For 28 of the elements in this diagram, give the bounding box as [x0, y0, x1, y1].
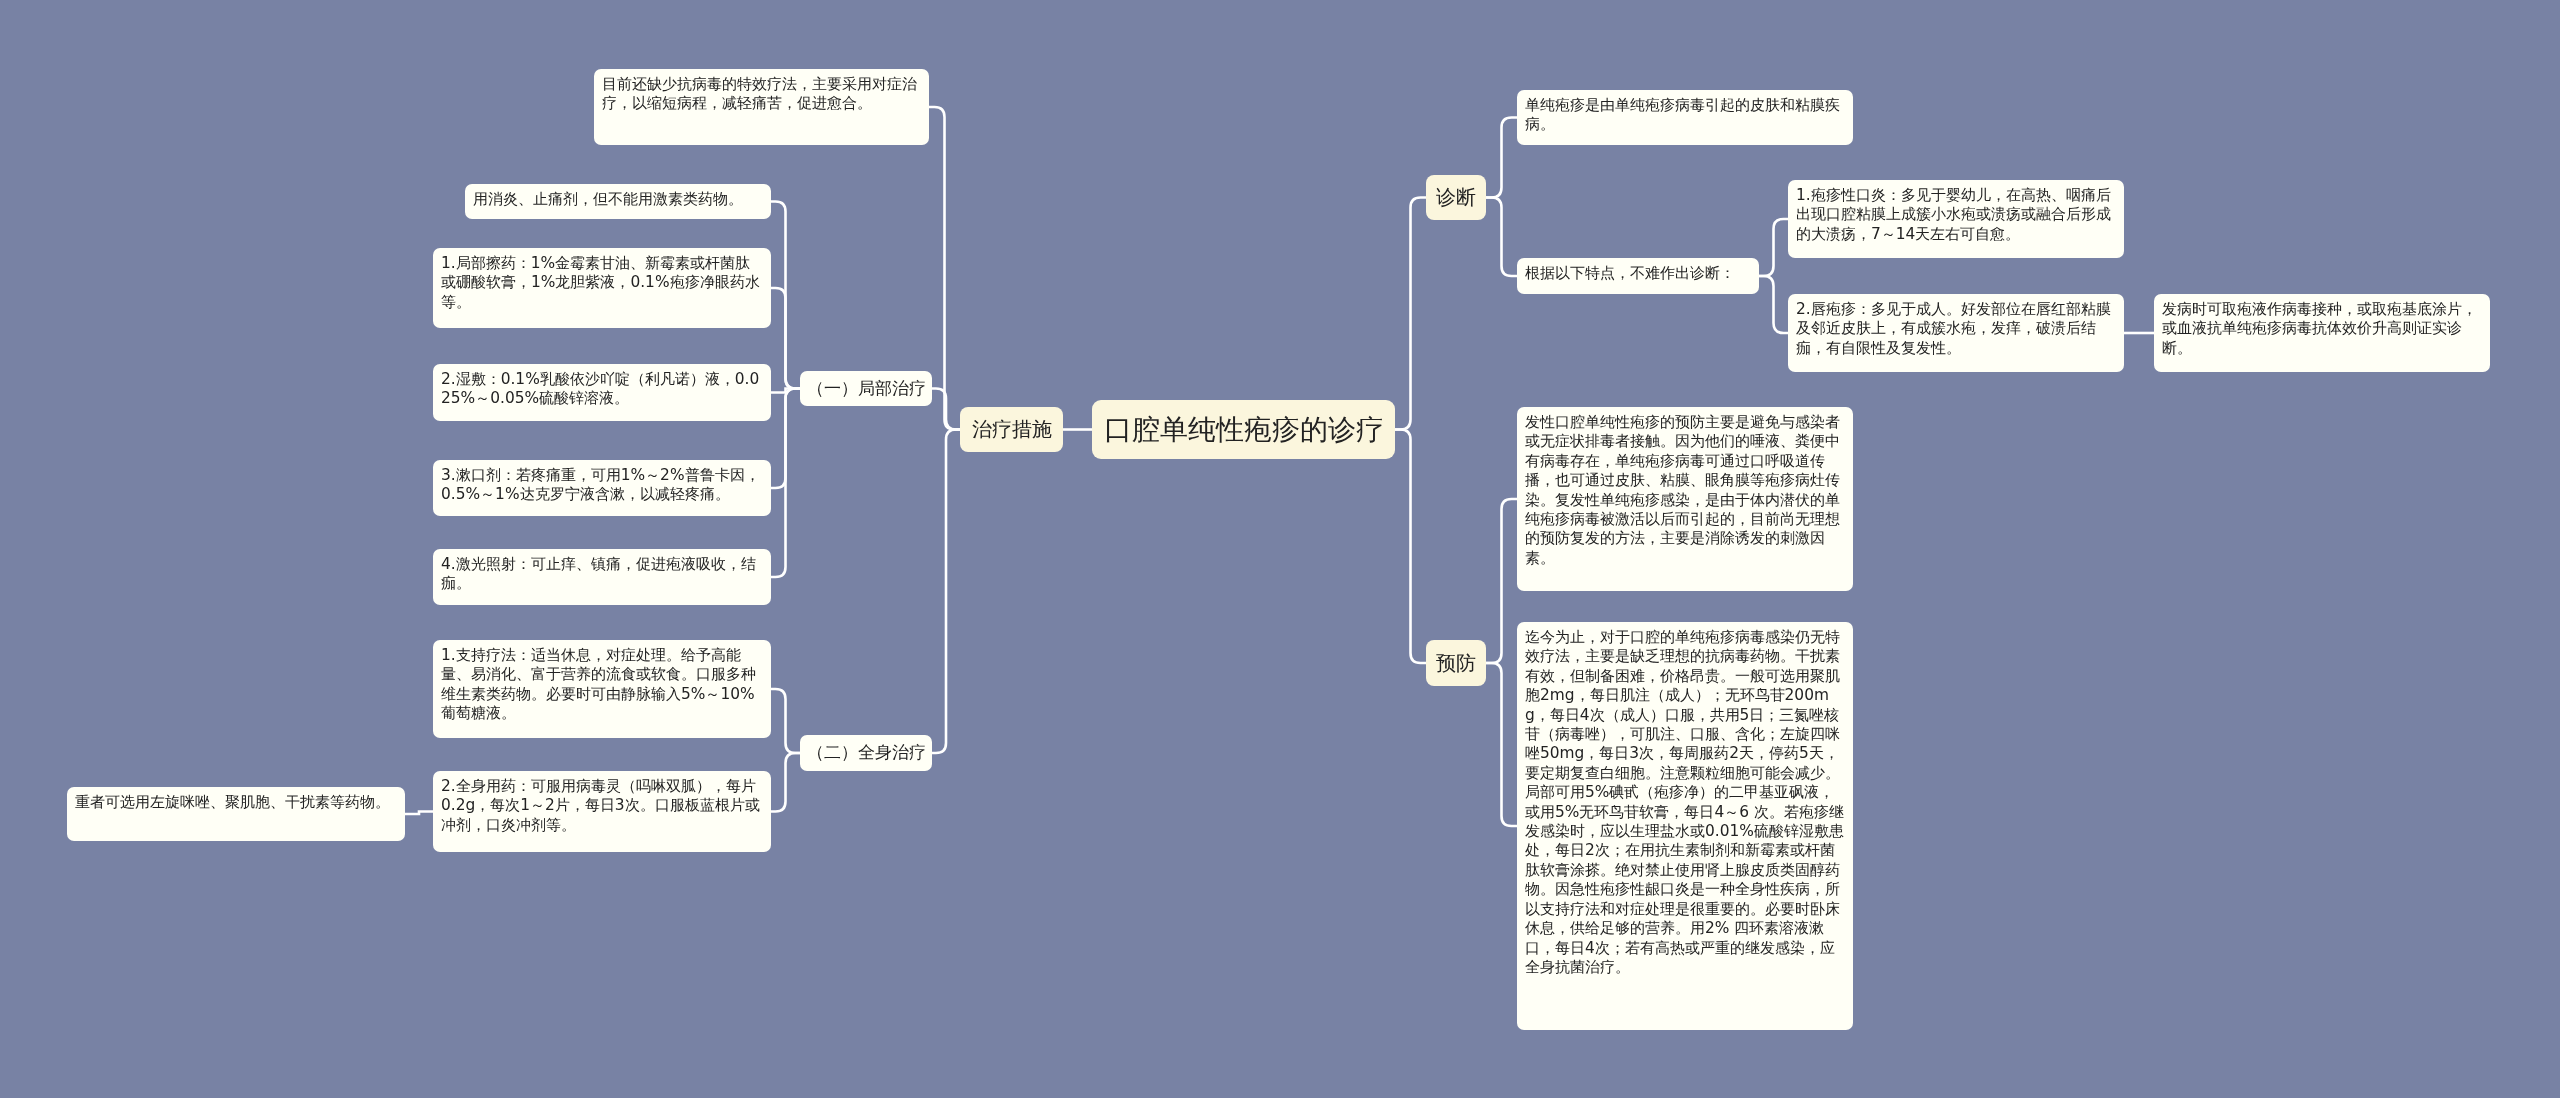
connector-line [405, 810, 433, 816]
branch-box: 治疗措施 [960, 407, 1063, 452]
note-box: 发性口腔单纯性疱疹的预防主要是避免与感染者或无症状排毒者接触。因为他们的唾液、粪便中有病毒存在，单纯疱疹病毒可通过口呼吸道传播，也可通过皮肤、粘膜、眼角膜等疱疹病灶传染。复发性单纯疱疹感染，是由于体内潜伏的单纯疱疹病毒被激活以后而引起的，目前尚无理想的预防复发的方法，主要是消除诱发的刺激因素。 [1517, 407, 1853, 591]
note-box: 迄今为止，对于口腔的单纯疱疹病毒感染仍无特效疗法，主要是缺乏理想的抗病毒药物。干扰素有效，但制备困难，价格昂贵。一般可选用聚肌胞2mg，每日肌注（成人）；无环鸟苷200mg，每日4次（成人）口服，共用5日；三氮唑核苷（病毒唑），可肌注、口服、含化；左旋四咪唑50mg，每日3次，每周服药2天，停药5天，要定期复查白细胞。注意颗粒细胞可能会减少。局部可用5%碘甙（疱疹净）的二甲基亚砜液，或用5%无环鸟苷软膏，每日4～6 次。若疱疹继发感染时，应以生理盐水或0.01%硫酸锌湿敷患处，每日2次；在用抗生素制剂和新霉素或杆菌肽软膏涂搽。绝对禁止使用肾上腺皮质类固醇药物。因急性疱疹性龈口炎是一种全身性疾病，所以支持疗法和对症处理是很重要的。必要时卧床休息，供给足够的营养。用2% 四环素溶液漱口，每日4次；若有高热或严重的继发感染，应全身抗菌治疗。 [1517, 622, 1853, 1030]
branch-box: 预防 [1426, 640, 1486, 686]
note-box: 1.疱疹性口炎：多见于婴幼儿，在高热、咽痛后出现口腔粘膜上成簇小水疱或溃疡或融合后形成的大溃疡，7～14天左右可自愈。 [1788, 180, 2124, 258]
note-box: 2.湿敷：0.1%乳酸依沙吖啶（利凡诺）液，0.025%～0.05%硫酸锌溶液。 [433, 364, 771, 421]
connector-line [932, 428, 960, 755]
connector-line [1063, 428, 1092, 431]
note-box: 2.唇疱疹：多见于成人。好发部位在唇红部粘膜及邻近皮肤上，有成簇水疱，发痒，破溃后结痂，有自限性及复发性。 [1788, 294, 2124, 372]
note-box: 发病时可取疱液作病毒接种，或取疱基底涂片，或血液抗单纯疱疹病毒抗体效价升高则证实诊断。 [2154, 294, 2490, 372]
note-box: 目前还缺少抗病毒的特效疗法，主要采用对症治疗，以缩短病程，减轻痛苦，促进愈合。 [594, 69, 929, 145]
topic-box: 口腔单纯性疱疹的诊疗 [1092, 400, 1395, 459]
branch-box: 诊断 [1426, 175, 1486, 220]
note-box: 重者可选用左旋咪唑、聚肌胞、干扰素等药物。 [67, 787, 405, 841]
branch-box: （二）全身治疗 [800, 735, 932, 771]
note-box: 用消炎、止痛剂，但不能用激素类药物。 [465, 184, 771, 219]
note-box: 4.激光照射：可止痒、镇痛，促进疱液吸收，结痂。 [433, 549, 771, 605]
note-box: 根据以下特点，不难作出诊断： [1517, 258, 1759, 294]
note-box: 1.局部擦药：1%金霉素甘油、新霉素或杆菌肽或硼酸软膏，1%龙胆紫液，0.1%疱疹净眼药水等。 [433, 248, 771, 328]
note-box: 1.支持疗法：适当休息，对症处理。给予高能量、易消化、富于营养的流食或软食。口服多种维生素类药物。必要时可由静脉输入5%～10%葡萄糖液。 [433, 640, 771, 738]
note-box: 3.漱口剂：若疼痛重，可用1%～2%普鲁卡因，0.5%～1%达克罗宁液含漱，以减轻疼痛。 [433, 460, 771, 516]
connector-line [771, 751, 800, 813]
branch-box: （一）局部治疗 [800, 371, 932, 406]
note-box: 单纯疱疹是由单纯疱疹病毒引起的皮肤和粘膜疾病。 [1517, 90, 1853, 145]
connector-line [1759, 274, 1788, 335]
connector-line [2124, 331, 2154, 335]
note-box: 2.全身用药：可服用病毒灵（吗啉双胍），每片0.2g，每次1～2片，每日3次。口服板蓝根片或冲剂，口炎冲剂等。 [433, 771, 771, 852]
